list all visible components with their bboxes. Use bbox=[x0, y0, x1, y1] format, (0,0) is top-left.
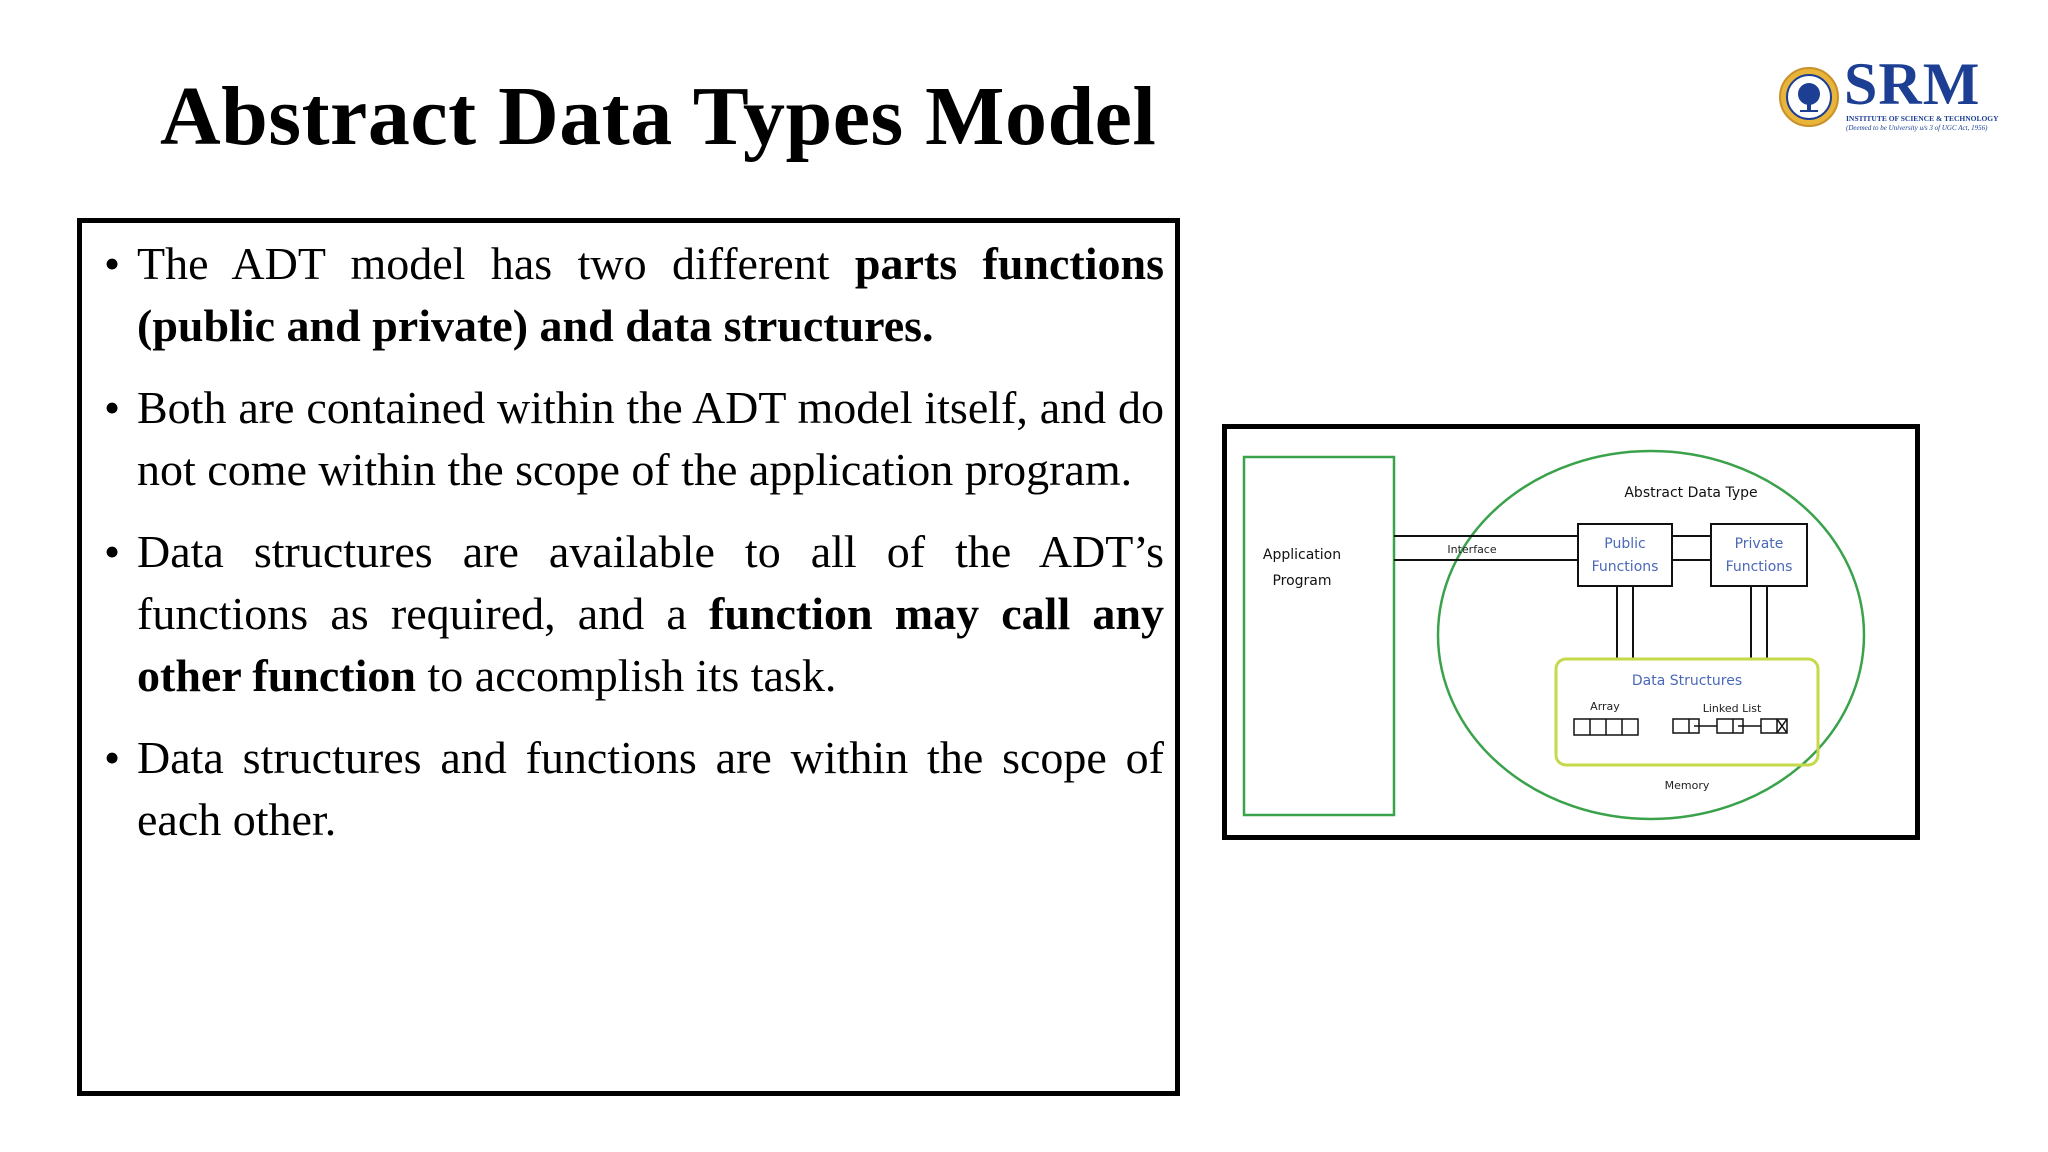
bullet-item: Data structures and functions are within… bbox=[104, 727, 1164, 851]
public-functions-label: Public bbox=[1604, 536, 1645, 552]
private-functions-box bbox=[1710, 523, 1808, 587]
array-icon bbox=[1573, 718, 1639, 736]
application-program-label: Application bbox=[1263, 547, 1341, 563]
srm-seal-icon bbox=[1779, 67, 1839, 127]
logo-subtitle: INSTITUTE OF SCIENCE & TECHNOLOGY bbox=[1846, 114, 1999, 123]
array-label: Array bbox=[1590, 700, 1620, 713]
srm-logo: SRM INSTITUTE OF SCIENCE & TECHNOLOGY (D… bbox=[1778, 54, 1999, 140]
adt-label: Abstract Data Type bbox=[1624, 485, 1757, 501]
bullet-text: The ADT model has two different bbox=[137, 238, 855, 289]
adt-diagram-svg: Application Program Abstract Data Type I… bbox=[1242, 449, 1866, 821]
data-structures-box bbox=[1554, 657, 1820, 767]
private-functions-label: Functions bbox=[1726, 559, 1793, 575]
linked-list-label: Linked List bbox=[1703, 702, 1762, 715]
bullet-bold-text: function may call any other function bbox=[137, 588, 1164, 701]
bullet-list: The ADT model has two different parts fu… bbox=[104, 233, 1164, 871]
bullet-bold-text: parts functions (public and private) and… bbox=[137, 238, 1164, 351]
data-structures-label: Data Structures bbox=[1632, 673, 1742, 689]
bullet-item: Both are contained within the ADT model … bbox=[104, 377, 1164, 501]
application-program-label: Program bbox=[1272, 573, 1331, 589]
bullet-text-box: The ADT model has two different parts fu… bbox=[77, 218, 1180, 1096]
bullet-text: Data structures are available to all of … bbox=[137, 526, 1164, 639]
bullet-text: Data structures and functions are within… bbox=[137, 732, 1164, 845]
memory-label: Memory bbox=[1665, 779, 1710, 792]
interface-label: Interface bbox=[1447, 543, 1496, 556]
public-functions-box bbox=[1577, 523, 1673, 587]
private-functions-label: Private bbox=[1735, 536, 1784, 552]
bullet-text: to accomplish its task. bbox=[416, 650, 837, 701]
logo-tagline: (Deemed to be University u/s 3 of UGC Ac… bbox=[1846, 124, 1988, 132]
bullet-item: Data structures are available to all of … bbox=[104, 521, 1164, 707]
application-program-box bbox=[1242, 455, 1396, 817]
adt-diagram: Application Program Abstract Data Type I… bbox=[1222, 424, 1920, 840]
logo-brand: SRM bbox=[1844, 51, 1981, 117]
bullet-item: The ADT model has two different parts fu… bbox=[104, 233, 1164, 357]
linked-list-icon bbox=[1672, 718, 1788, 734]
public-functions-label: Functions bbox=[1592, 559, 1659, 575]
adt-boundary bbox=[1436, 449, 1866, 821]
slide-title: Abstract Data Types Model bbox=[160, 70, 1157, 163]
bullet-text: Both are contained within the ADT model … bbox=[137, 382, 1164, 495]
